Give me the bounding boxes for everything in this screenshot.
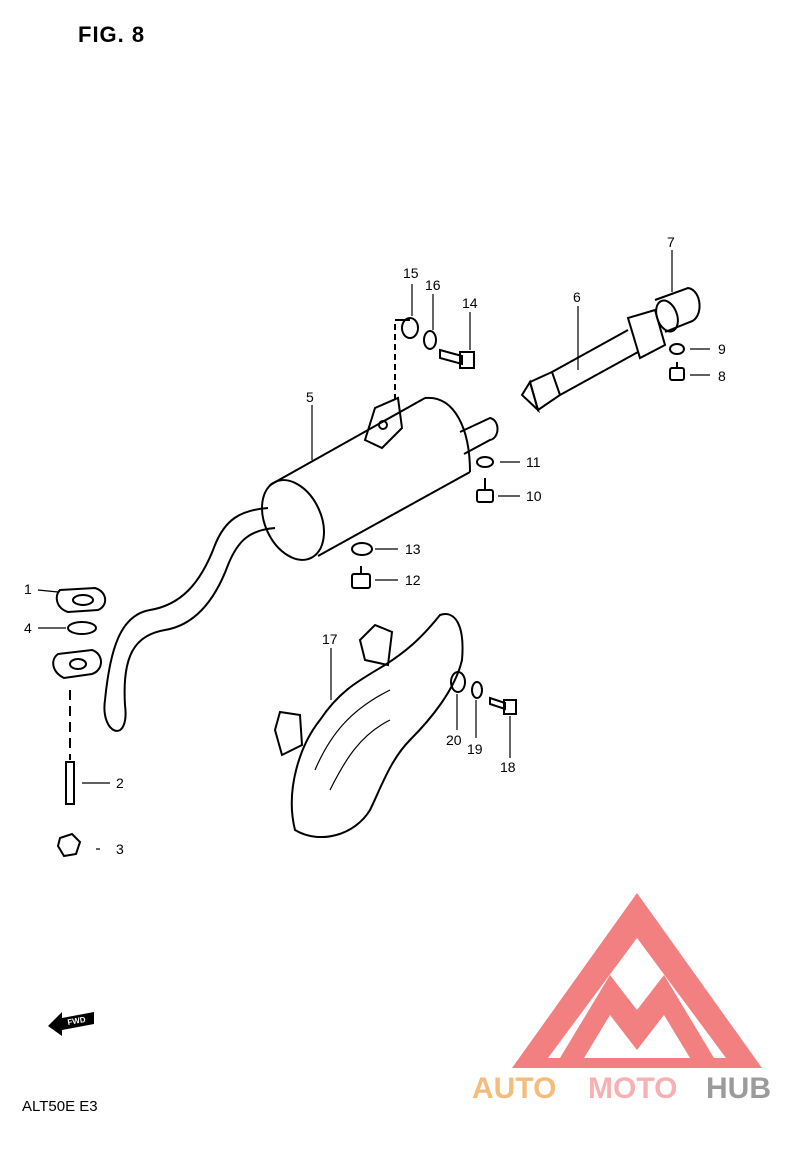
- part-10-bolt: [476, 478, 494, 503]
- part-1-gasket: [55, 586, 107, 614]
- part-6-tail-pipe: [520, 308, 667, 414]
- logo-text-moto: MOTO: [588, 1072, 677, 1105]
- label-part-5: 5: [306, 389, 314, 405]
- label-part-4: 4: [24, 620, 32, 636]
- watermark-logo: AUTO MOTO HUB: [472, 893, 771, 1105]
- pipe-flange: [52, 648, 102, 760]
- part-3-nut: [56, 832, 82, 858]
- leader-lines: [37, 250, 710, 850]
- part-14-bolt: [439, 348, 475, 369]
- label-part-6: 6: [573, 289, 581, 305]
- label-part-18: 18: [500, 759, 516, 775]
- label-part-10: 10: [526, 488, 542, 504]
- part-12-bolt: [351, 566, 371, 589]
- label-part-13: 13: [405, 541, 421, 557]
- part-13-washer: [351, 542, 373, 556]
- part-19-lock-washer: [471, 681, 483, 699]
- figure-title: FIG. 8: [78, 22, 146, 47]
- part-17-heat-shield: [273, 613, 464, 839]
- label-part-17: 17: [322, 631, 338, 647]
- part-4-gasket-ring: [67, 621, 97, 635]
- part-9-washer: [669, 343, 685, 355]
- label-part-1: 1: [24, 581, 32, 597]
- fwd-label: FWD: [67, 1015, 87, 1027]
- label-part-15: 15: [403, 265, 419, 281]
- part-16-lock-washer: [423, 330, 437, 350]
- part-15-washer: [401, 317, 419, 339]
- exhaust-pipe: [103, 507, 276, 732]
- label-part-3: 3: [116, 841, 124, 857]
- part-11-washer: [476, 456, 494, 468]
- label-part-2: 2: [116, 775, 124, 791]
- part-8-bolt: [669, 362, 685, 381]
- part-20-washer: [450, 671, 466, 693]
- label-part-9: 9: [718, 341, 726, 357]
- logo-text-auto: AUTO: [472, 1072, 556, 1105]
- logo-text-hub: HUB: [706, 1072, 771, 1105]
- label-part-8: 8: [718, 368, 726, 384]
- part-labels: 1 2 3 4 5 6 7 8 9 10 11 12 13 14 15 16 1…: [24, 234, 726, 857]
- label-part-12: 12: [405, 572, 421, 588]
- label-part-11: 11: [526, 454, 541, 470]
- label-part-14: 14: [462, 295, 478, 311]
- label-part-19: 19: [467, 741, 483, 757]
- part-2-stud: [65, 761, 75, 805]
- part-5-muffler: [261, 319, 499, 561]
- label-part-7: 7: [667, 234, 675, 250]
- label-part-16: 16: [425, 277, 441, 293]
- fwd-arrow-icon: FWD: [48, 1012, 94, 1036]
- model-code: ALT50E E3: [22, 1098, 98, 1115]
- logo-m-shape: [560, 975, 714, 1058]
- part-18-bolt: [489, 696, 517, 715]
- label-part-20: 20: [446, 732, 462, 748]
- part-7-end-cap: [654, 286, 701, 333]
